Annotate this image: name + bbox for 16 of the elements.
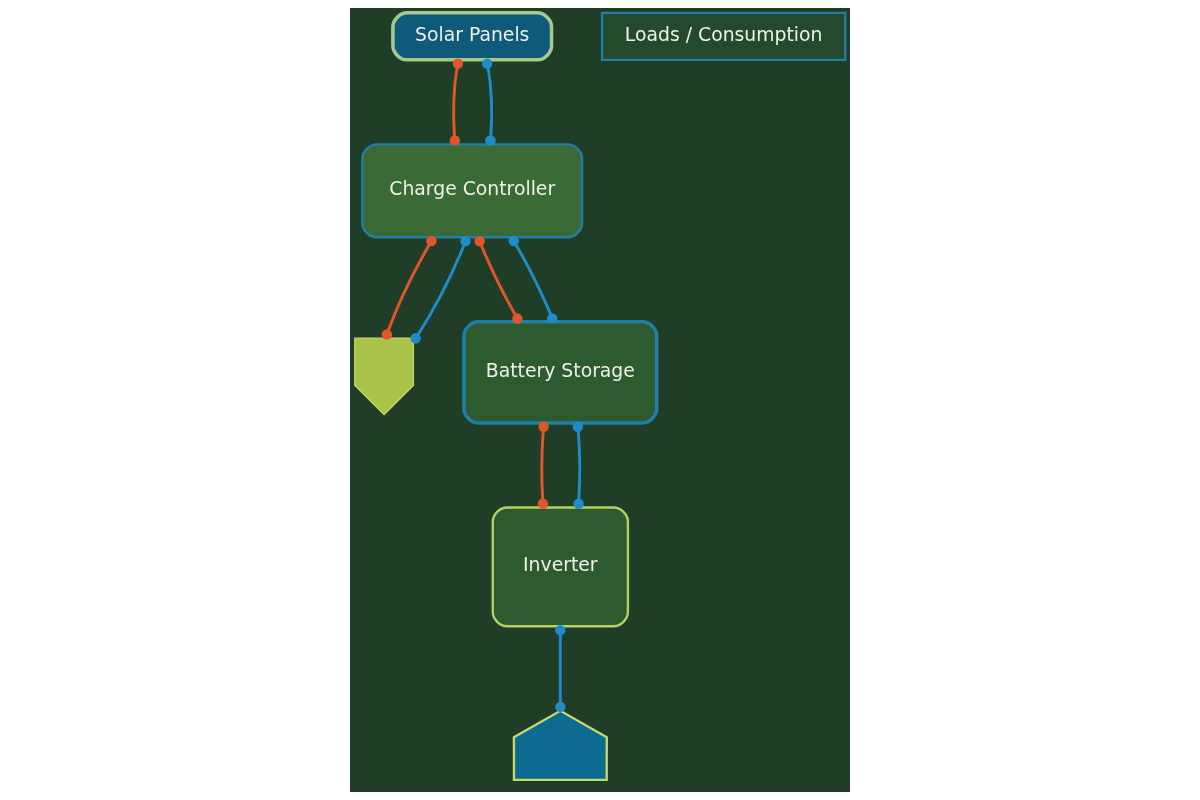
connector xyxy=(572,421,584,509)
connector xyxy=(381,235,437,340)
node-box: Solar Panels xyxy=(391,11,554,62)
node-house xyxy=(512,709,608,782)
node-box: Charge Controller xyxy=(361,143,584,239)
node-box: Inverter xyxy=(491,506,630,628)
connector xyxy=(537,421,549,509)
connector xyxy=(555,624,566,713)
connector xyxy=(481,58,496,146)
connector xyxy=(474,235,523,324)
connector xyxy=(508,235,558,324)
connector xyxy=(449,58,464,146)
node-box: Battery Storage xyxy=(462,320,659,425)
node-bulb xyxy=(354,337,415,416)
connector xyxy=(410,235,471,344)
node-box: Loads / Consumption xyxy=(600,11,847,61)
